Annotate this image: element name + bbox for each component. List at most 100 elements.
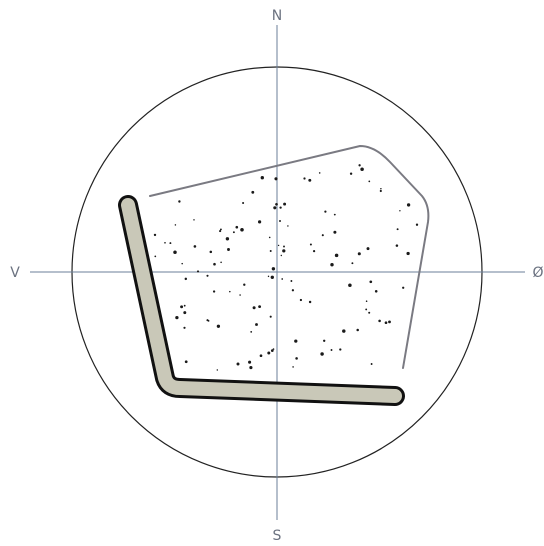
stipple-dot (213, 263, 216, 266)
area-outline (150, 146, 428, 368)
stipple-dot (274, 177, 277, 180)
north-label: N (272, 8, 282, 24)
stipple-dot (250, 331, 252, 333)
stipple-dot (243, 284, 245, 286)
stipple-dot (380, 190, 382, 192)
stipple-dots (154, 164, 418, 371)
stipple-dot (375, 290, 378, 293)
stipple-dot (292, 366, 294, 368)
stipple-dot (180, 305, 183, 308)
stipple-dot (369, 280, 372, 283)
stipple-dot (206, 319, 208, 321)
stipple-dot (309, 301, 311, 303)
stipple-dot (229, 291, 231, 293)
stipple-dot (295, 357, 298, 360)
stipple-dot (248, 361, 251, 364)
thick-band (128, 205, 395, 396)
stipple-dot (267, 352, 270, 355)
stipple-dot (290, 280, 292, 282)
stipple-dot (310, 243, 312, 245)
stipple-dot (279, 220, 281, 222)
stipple-dot (169, 242, 171, 244)
stipple-dot (368, 181, 370, 183)
stipple-dot (233, 231, 235, 233)
stipple-dot (396, 244, 399, 247)
stipple-dot (330, 263, 333, 266)
stipple-dot (197, 270, 199, 272)
stipple-dot (270, 250, 272, 252)
stipple-dot (334, 214, 336, 216)
stipple-dot (282, 249, 285, 252)
stipple-dot (235, 226, 238, 229)
stipple-dot (206, 275, 208, 277)
stipple-dot (319, 172, 321, 174)
stipple-dot (320, 352, 323, 355)
stipple-dot (240, 228, 244, 232)
stipple-dot (281, 278, 283, 280)
stipple-dot (308, 179, 311, 182)
stipple-dot (385, 321, 388, 324)
stipple-dot (217, 325, 220, 328)
stipple-dot (279, 206, 281, 208)
stipple-dot (237, 363, 240, 366)
stipple-dot (239, 294, 241, 296)
stipple-dot (185, 360, 188, 363)
stipple-dot (258, 305, 261, 308)
stipple-dot (367, 247, 370, 250)
stipple-dot (407, 203, 410, 206)
stipple-dot (356, 329, 359, 332)
stipple-dot (226, 237, 229, 240)
stipple-dot (283, 203, 286, 206)
stipple-dot (360, 167, 364, 171)
stipple-dot (253, 306, 256, 309)
stipple-dot (351, 262, 353, 264)
south-label: S (273, 528, 282, 544)
stipple-dot (261, 176, 264, 179)
stipple-dot (303, 177, 305, 179)
stipple-dot (249, 366, 252, 369)
stipple-dot (164, 242, 166, 244)
stipple-dot (175, 224, 177, 226)
stipple-dot (185, 278, 187, 280)
stipple-dot (283, 246, 285, 248)
stipple-dot (388, 321, 391, 324)
stipple-dot (273, 206, 276, 209)
stipple-dot (380, 188, 381, 189)
stipple-dot (227, 248, 230, 251)
stipple-dot (193, 219, 194, 220)
stipple-dot (358, 252, 361, 255)
stipple-dot (278, 245, 279, 246)
stipple-dot (175, 316, 178, 319)
stipple-dot (210, 251, 213, 254)
stipple-dot (287, 225, 288, 226)
stipple-dot (194, 245, 197, 248)
stipple-dot (242, 202, 244, 204)
east-label: Ø (532, 265, 543, 281)
stipple-dot (268, 276, 269, 277)
stipple-dot (251, 191, 254, 194)
stipple-dot (294, 339, 297, 342)
stipple-dot (270, 316, 272, 318)
stipple-dot (273, 348, 275, 350)
west-label: V (10, 265, 20, 281)
stipple-dot (255, 323, 258, 326)
stipple-dot (368, 312, 370, 314)
stipple-dot (173, 250, 177, 254)
stipple-dot (184, 305, 186, 307)
stipple-dot (275, 203, 278, 206)
stipple-dot (272, 267, 275, 270)
stipple-dot (333, 231, 336, 234)
stipple-dot (178, 200, 180, 202)
stipple-dot (217, 369, 218, 370)
stipple-dot (416, 224, 418, 226)
stipple-dot (183, 311, 186, 314)
stipple-dot (269, 237, 271, 239)
stipple-dot (271, 276, 274, 279)
stipple-dot (335, 254, 339, 258)
stipple-dot (399, 210, 400, 211)
stipple-dot (181, 263, 183, 265)
stipple-dot (378, 320, 381, 323)
stipple-dot (350, 173, 352, 175)
stipple-dot (402, 287, 404, 289)
